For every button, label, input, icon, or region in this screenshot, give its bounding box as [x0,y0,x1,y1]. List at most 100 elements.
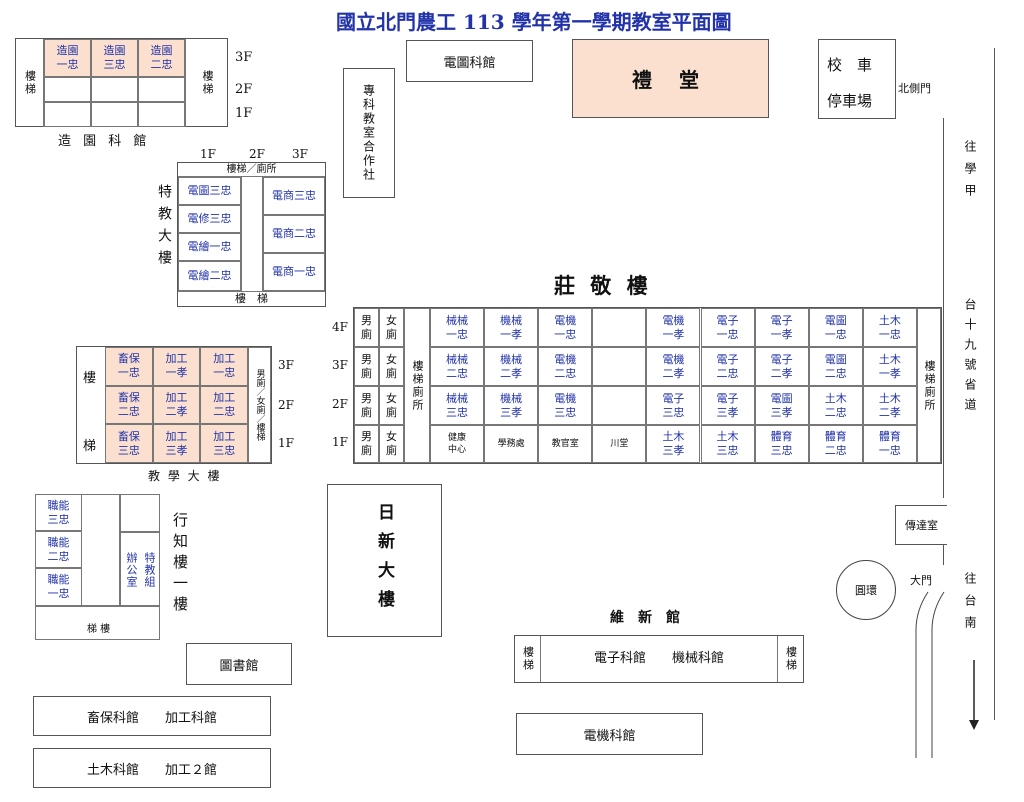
zhuangjing-room: 土木 二忠 [808,386,863,425]
zhuangjing-room: 川堂 [592,425,647,463]
zhuangjing-room: 電圖 二忠 [808,347,863,386]
main-gate: 大門 [910,574,932,587]
zhuangjing-room: 機械 一孝 [484,308,539,347]
teja-floor-2f: 2F [249,147,265,161]
xingzhi-hall [82,494,120,606]
teja-gap [241,177,263,291]
jiaoxue-side-restroom: 男廁／女廁／樓梯 [248,347,271,463]
weixin-building: 樓梯 電子科館 機械科館 樓梯 [514,635,804,683]
zhuangjing-room: 電子 三孝 [700,386,755,425]
zhuangjing-room: 電圖 三孝 [754,386,809,425]
jiaoxue-room: 加工 三孝 [152,424,201,464]
jiaoxue-floor-1f: 1F [278,436,294,450]
zhuangjing-floor-3f: 3F [332,358,348,372]
teja-floor-1f: 1F [200,147,216,161]
male-restroom-3f: 男 廁 [354,347,379,386]
jiaoxue-room: 畜保 二忠 [105,385,153,425]
teja-room-left-4: 電繪二忠 [178,261,241,291]
zaoyuan-empty [138,77,185,102]
guard-room: 傳達室 [895,505,947,545]
teja-room-left-1: 電圖三忠 [178,177,241,205]
teja-room-left-3: 電繪一忠 [178,233,241,261]
zhuangjing-room: 土木 三孝 [646,425,701,463]
teja-name: 特教大樓 [156,184,172,272]
zhuangjing-room: 電機 一忠 [538,308,593,347]
rixin-building: 日新大樓 [327,484,442,637]
xingzhi-room-2: 職能 二忠 [35,531,82,568]
zhuangjing-room: 電圖 一忠 [808,308,863,347]
zhuangjing-room: 電子 二忠 [700,347,755,386]
zaoyuan-stairs-right: 樓梯 [185,39,228,127]
weixin-stairs-right: 樓梯 [777,636,803,682]
zhuangjing-room: 電機 三忠 [538,386,593,425]
tumu-jiagong2-hall: 土木科館 加工２館 [33,748,271,788]
zaoyuan-room-3: 造園 二忠 [138,39,185,77]
zhuanke-building: 專科教室合作社 [343,68,395,198]
zaoyuan-floor-2f: 2F [235,82,253,97]
jiaoxue-room: 加工 二孝 [152,385,201,425]
to-tainan: 往台南 [963,572,977,638]
library: 圖書館 [186,643,292,685]
road-left-line [943,118,944,498]
xingzhi-name: 行知樓一樓 [171,512,189,617]
road-right-line [994,48,995,720]
jiaoxue-room: 加工 三忠 [200,424,249,464]
weixin-name: 維 新 館 [610,610,680,626]
female-restroom-3f: 女 廁 [379,347,404,386]
zhuangjing-room: 電機 二孝 [646,347,701,386]
roundabout: 圓環 [836,560,896,620]
xingzhi-special-group: 特教組 [143,552,156,588]
jiaoxue-room: 加工 一忠 [200,347,249,386]
jiaoxue-stairs-bottom: 梯 [83,439,97,454]
teja-room-right-2: 電商二忠 [263,215,325,253]
zhuangjing-building: 男 廁 男 廁 男 廁 男 廁 女 廁 女 廁 女 廁 女 廁 樓梯廁所 械械 … [353,307,942,464]
jiaoxue-stairs-top: 樓 [83,371,97,386]
zaoyuan-building: 樓梯 造園 一忠 造園 三忠 造園 二忠 樓梯 [15,38,228,127]
zhuangjing-floor-2f: 2F [332,397,348,411]
zhuangjing-room: 電機 二忠 [538,347,593,386]
bus-parking: 校 車 停車場 [818,39,896,119]
jiaoxue-building: 樓 梯 畜保 一忠加工 一孝加工 一忠畜保 二忠加工 二孝加工 二忠畜保 三忠加… [76,346,272,464]
xingzhi-stairs: 梯 樓 [87,624,111,635]
zaoyuan-room-1: 造園 一忠 [44,39,91,77]
zaoyuan-floor-3f: 3F [235,50,253,65]
jiaoxue-room: 加工 二忠 [200,385,249,425]
xingzhi-building: 職能 三忠 職能 二忠 職能 一忠 辦公室 特教組 梯 樓 [35,494,160,640]
jiaoxue-floor-3f: 3F [278,358,294,372]
zaoyuan-empty [44,77,91,102]
zaoyuan-empty [138,102,185,127]
zhuangjing-room: 體育 一忠 [862,425,917,463]
entrance-road-icon [915,591,945,758]
zhuangjing-room: 電子 一忠 [700,308,755,347]
weixin-content: 電子科館 機械科館 [593,651,724,666]
xingzhi-room-3: 職能 一忠 [35,568,82,606]
teja-floor-3f: 3F [292,147,308,161]
zhuangjing-room: 土木 一孝 [862,347,917,386]
zaoyuan-room-2: 造園 三忠 [91,39,138,77]
zaoyuan-empty [44,102,91,127]
zaoyuan-empty [91,77,138,102]
jiaoxue-name: 教 學 大 樓 [148,469,222,483]
highway-19: 台十九號省道 [963,298,977,418]
zhuangjing-room: 機械 二孝 [484,347,539,386]
xingzhi-empty [120,494,160,532]
female-restroom-2f: 女 廁 [379,386,404,425]
jiaoxue-floor-2f: 2F [278,398,294,412]
dianji-hall: 電機科館 [516,713,703,755]
zhuangjing-room: 土木 一忠 [862,308,917,347]
jiaoxue-room: 加工 一孝 [152,347,201,386]
teja-bottom: 樓 梯 [178,291,325,306]
zhuangjing-room: 電子 二孝 [754,347,809,386]
zhuangjing-room: 教官室 [538,425,593,463]
zaoyuan-name: 造 園 科 館 [58,134,151,149]
zhuangjing-room: 械械 一忠 [430,308,485,347]
teja-room-right-3: 電商一忠 [263,253,325,291]
zhuangjing-room: 體育 二忠 [808,425,863,463]
zhuangjing-room: 機械 三孝 [484,386,539,425]
zhuangjing-room: 電子 一孝 [754,308,809,347]
zaoyuan-empty [91,102,138,127]
female-restroom-1f: 女 廁 [379,425,404,463]
male-restroom-1f: 男 廁 [354,425,379,463]
teja-building: 樓梯／廁所 電圖三忠 電修三忠 電繪一忠 電繪二忠 電商三忠 電商二忠 電商一忠… [177,162,326,307]
zhuangjing-room: 械械 三忠 [430,386,485,425]
